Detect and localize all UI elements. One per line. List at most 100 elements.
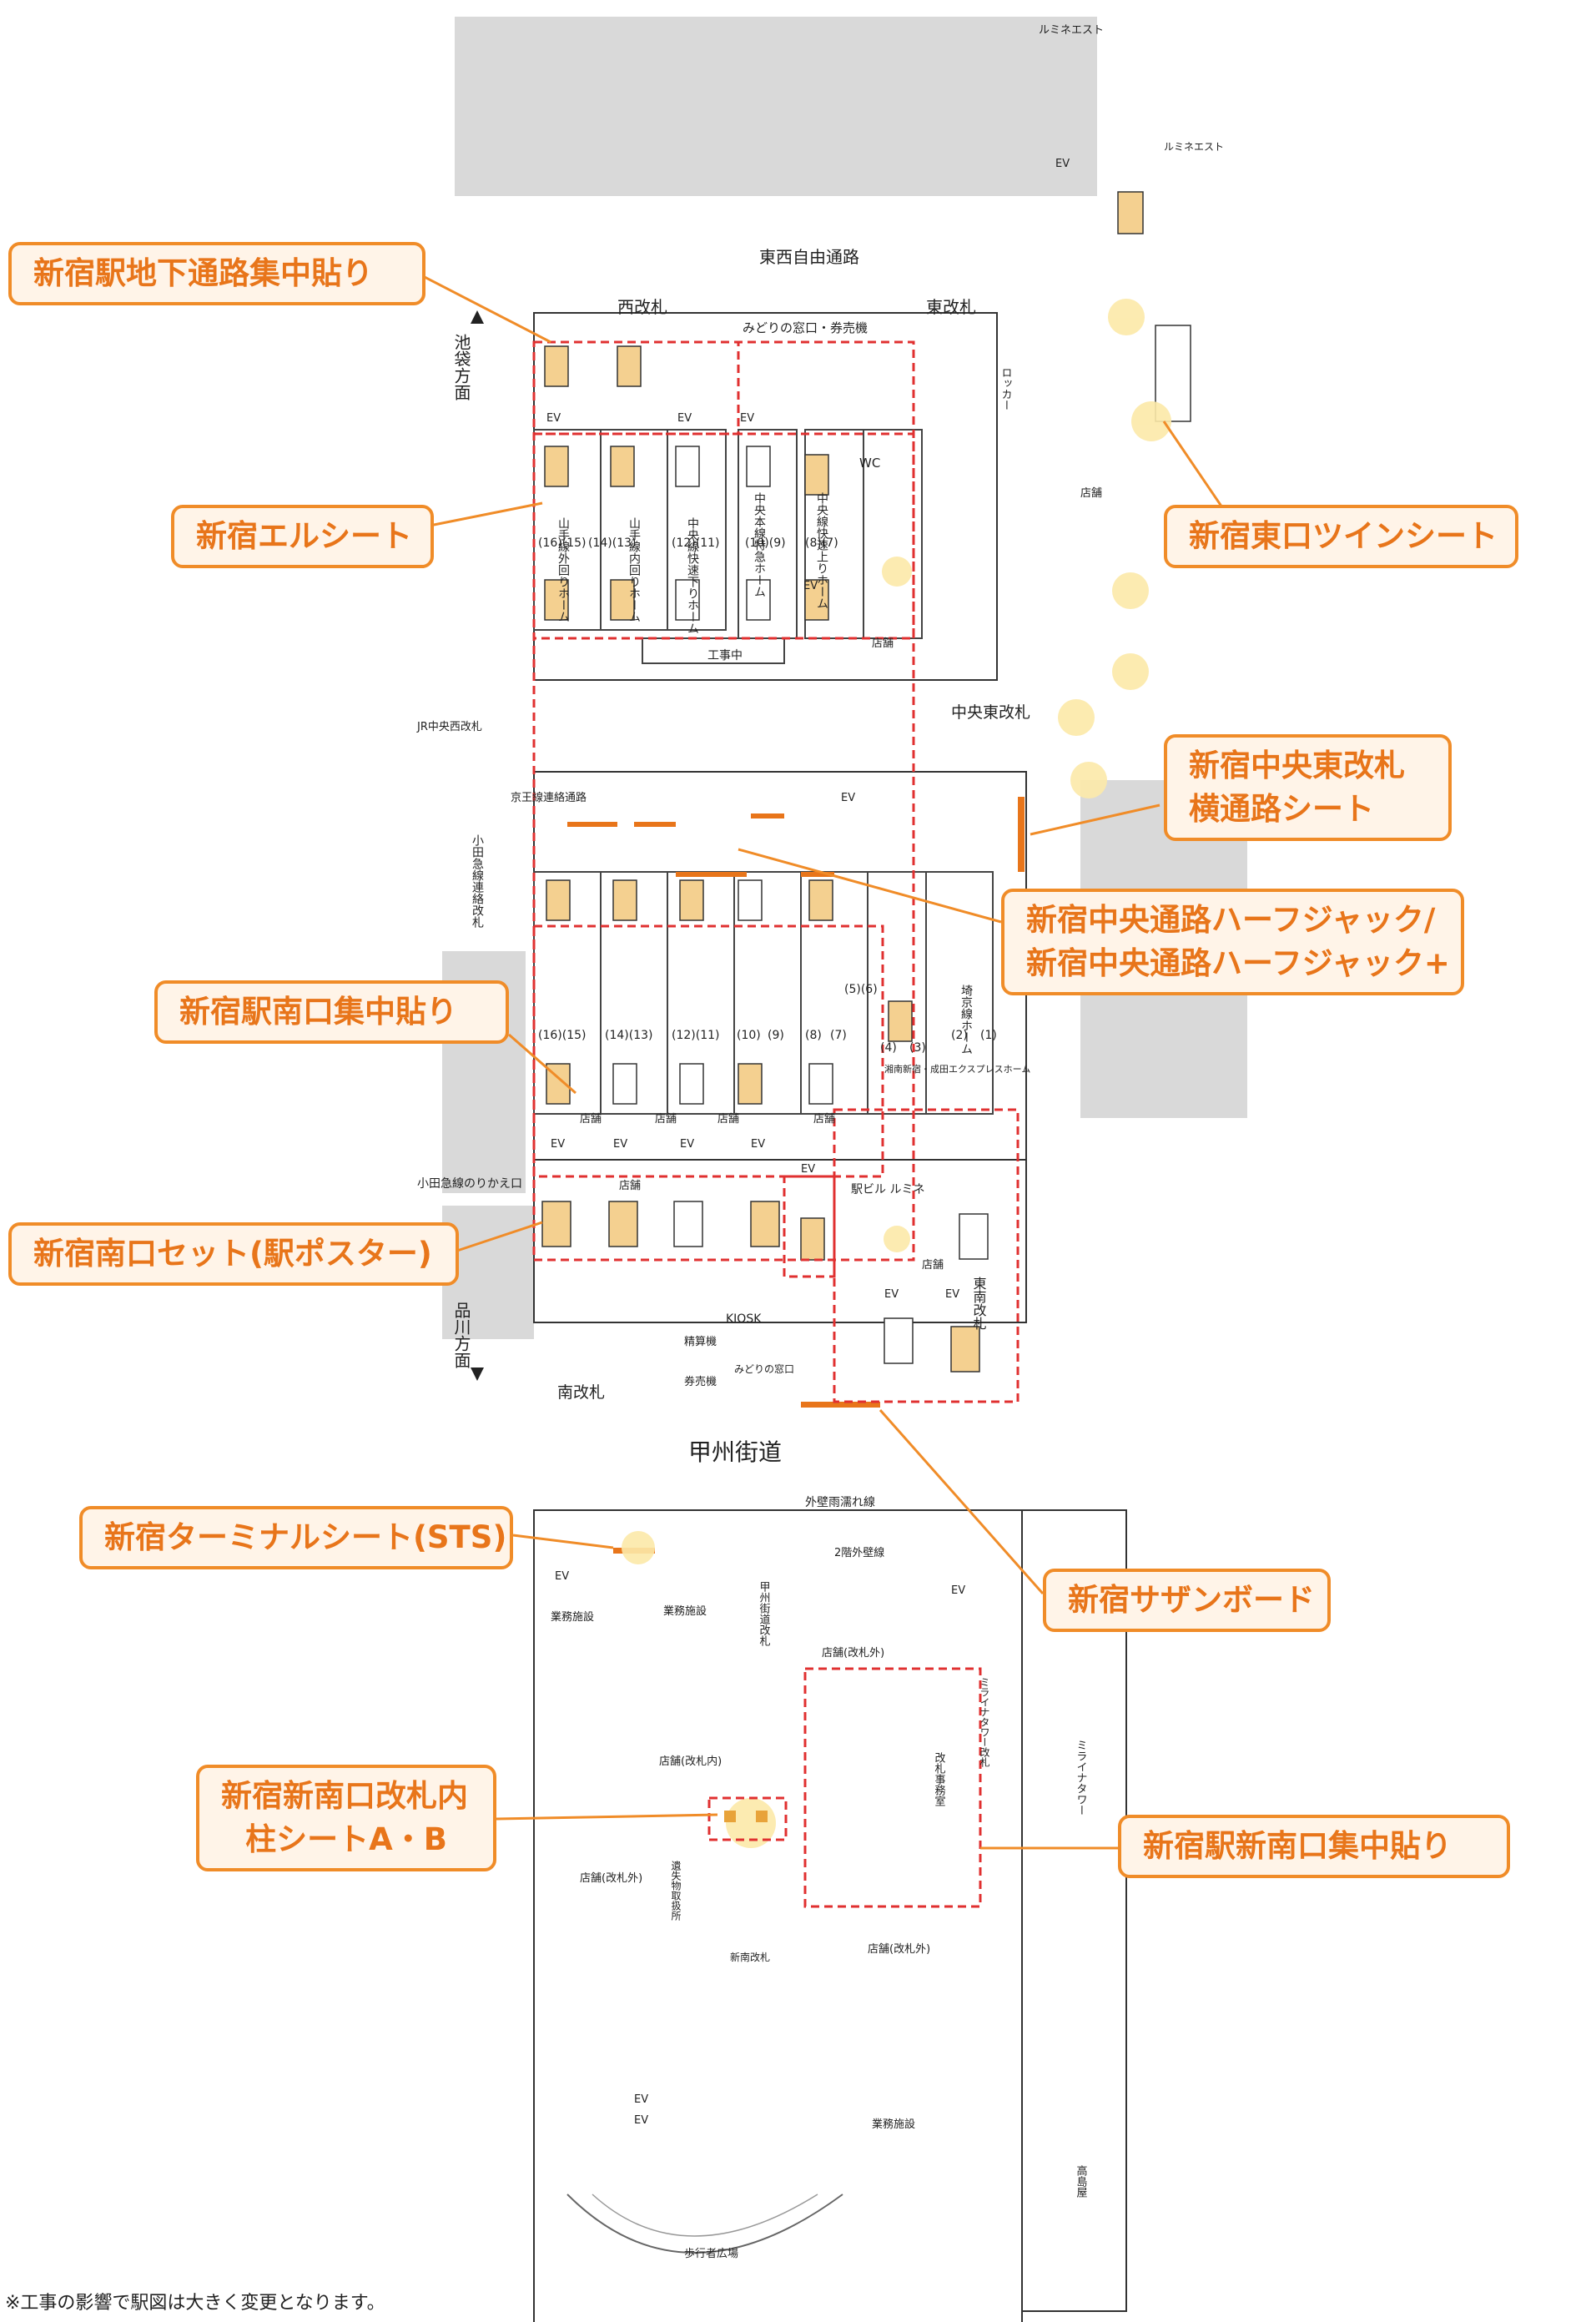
west-gate-label: 西改札 (617, 297, 667, 317)
lost-found-label: 遺失物取扱所 (670, 1860, 682, 1921)
ikebukuro-label: 池袋方面 (451, 334, 471, 400)
ev-label: EV (801, 1163, 815, 1176)
callout-chuo-higashi[interactable]: 新宿中央東改札 横通路シート (1164, 734, 1452, 841)
callout-shinminami-pillar-line2: 柱シートA・B (245, 1821, 447, 1857)
shop-outside-label-3: 店舗(改札外) (868, 1943, 930, 1956)
ev-label: EV (634, 2114, 648, 2127)
outer-wall-label: 外壁雨濡れ線 (805, 1496, 875, 1509)
lumine-est-label-2: ルミネエスト (1164, 141, 1224, 153)
shop-inside-label: 店舗(改札内) (659, 1755, 722, 1768)
walkway-arc (566, 2194, 843, 2254)
callout-terminal-sheet[interactable]: 新宿ターミナルシート(STS) (79, 1506, 513, 1569)
lumine-building-block (455, 17, 1097, 196)
ev-label: EV (634, 2093, 648, 2106)
platform-low-5-6: (5)(6) (844, 983, 878, 996)
lumine-est-label: ルミネエスト (1039, 24, 1104, 37)
platform-num-10-9: (10)(9) (745, 536, 786, 550)
platform-low-8: (8) (805, 1029, 822, 1042)
callout-chuo-tsuro-line2: 新宿中央通路ハーフジャック+ (1026, 945, 1450, 981)
odakyu-gate-label: 小田急線連絡改札 (471, 834, 484, 928)
platform-name-chuo-up: 中央線快速上りホーム (815, 492, 828, 609)
callout-shinminami-shuchu[interactable]: 新宿駅新南口集中貼り (1118, 1815, 1510, 1878)
ev-label: EV (555, 1570, 569, 1583)
ev-label: EV (546, 412, 561, 425)
platform-num-8-7: (8)(7) (805, 536, 838, 550)
callout-shinminami-pillar[interactable]: 新宿新南口改札内 柱シートA・B (196, 1765, 496, 1871)
platform-name-chuo-down: 中央線快速下りホーム (686, 517, 699, 634)
mirainatower-label: ミライナタワー (1075, 1740, 1087, 1816)
ev-label: EV (841, 792, 855, 804)
callout-chuo-higashi-line1: 新宿中央東改札 (1189, 748, 1405, 783)
platform-low-1: (1) (980, 1029, 997, 1042)
callout-minamiguchi-shuchu[interactable]: 新宿駅南口集中貼り (154, 980, 509, 1044)
platform-num-16-15: (16)(15) (538, 536, 586, 550)
kiosk-label: KIOSK (726, 1312, 762, 1326)
narita-express-label: 湘南新宿・成田エクスプレスホーム (884, 1063, 1030, 1075)
platform-name-yamanote-outer: 山手線外回りホーム (556, 517, 570, 622)
callout-chika-tsuro[interactable]: 新宿駅地下通路集中貼り (8, 242, 425, 305)
platform-low-16-15: (16)(15) (538, 1029, 586, 1042)
ev-label: EV (951, 1584, 965, 1597)
shop-outside-label: 店舗(改札外) (822, 1647, 884, 1660)
koshu-kaido-label: 甲州街道 (688, 1438, 782, 1466)
platform-low-4: (4) (880, 1041, 897, 1055)
south-gate-label: 南改札 (557, 1383, 605, 1402)
ev-label: EV (884, 1288, 899, 1301)
midori-ticket-label: みどりの窓口・券売機 (743, 320, 868, 335)
floor2-wall-label: 2階外壁線 (834, 1546, 884, 1559)
shop-label: 店舗 (580, 1113, 602, 1126)
platform-low-9: (9) (768, 1029, 784, 1042)
ev-label: EV (945, 1288, 959, 1301)
callout-chuo-higashi-line2: 横通路シート (1189, 791, 1374, 827)
pedestrian-plaza-label: 歩行者広場 (684, 2248, 738, 2260)
mirainatower-gate-label: ミライナタワー改札 (979, 1677, 990, 1768)
platform-low-10: (10) (737, 1029, 761, 1042)
business-label-2: 業務施設 (663, 1604, 707, 1618)
shop-label: 店舗 (872, 637, 894, 650)
platform-low-7: (7) (830, 1029, 847, 1042)
platform-low-12-11: (12)(11) (672, 1029, 719, 1042)
gate-office-label: 改札事務室 (933, 1752, 946, 1806)
footnote: ※工事の影響で駅図は大きく変更となります。 (5, 2293, 385, 2314)
eki-building-label: 駅ビル ルミネ (851, 1183, 924, 1196)
jr-chuo-west-gate-label: JR中央西改札 (416, 721, 482, 733)
locker-label: ロッカー (999, 367, 1012, 411)
shop-label: 店舗 (922, 1259, 944, 1272)
shop-label: 店舗 (1080, 487, 1102, 500)
saikyo-label: 埼京線ホーム (959, 985, 973, 1055)
midori-label: みどりの窓口 (734, 1362, 794, 1375)
wc-label: WC (859, 456, 880, 471)
ev-label: EV (1055, 158, 1070, 170)
east-west-passage-label: 東西自由通路 (759, 247, 859, 267)
callout-l-sheet[interactable]: 新宿エルシート (171, 505, 434, 568)
shop-label: 店舗 (813, 1113, 835, 1126)
platform-name-yamanote-inner: 山手線内回りホーム (627, 517, 641, 622)
platform-num-14-13: (14)(13) (588, 536, 636, 550)
callout-chuo-tsuro-line1: 新宿中央通路ハーフジャック/ (1026, 902, 1436, 938)
platform-low-3: (3) (909, 1041, 926, 1055)
shop-label: 店舗 (619, 1180, 641, 1192)
ev-label: EV (680, 1138, 694, 1151)
koshu-gate-label: 甲州街道改札 (758, 1581, 771, 1647)
ticket-machine-label: 券売機 (684, 1375, 717, 1388)
ev-label: EV (551, 1138, 565, 1151)
shinminami-gate-label: 新南改札 (730, 1951, 770, 1963)
business-label: 業務施設 (551, 1610, 594, 1624)
platform-num-12-11: (12)(11) (672, 536, 719, 550)
odakyu-transfer-label: 小田急線のりかえ口 (417, 1177, 522, 1191)
shop-label: 店舗 (717, 1113, 739, 1126)
keio-passage-label: 京王線連絡通路 (511, 791, 587, 804)
business-label-3: 業務施設 (872, 2118, 915, 2131)
shop-outside-label-2: 店舗(改札外) (580, 1872, 642, 1885)
shinagawa-label: 品川方面 (451, 1302, 471, 1368)
callout-shinminami-pillar-line1: 新宿新南口改札内 (221, 1778, 468, 1814)
ev-label: EV (751, 1138, 765, 1151)
ev-label: EV (803, 580, 818, 592)
callout-higashiguchi-twin[interactable]: 新宿東口ツインシート (1164, 505, 1518, 568)
callout-minamiguchi-set[interactable]: 新宿南口セット(駅ポスター) (8, 1222, 459, 1286)
callout-southern-board[interactable]: 新宿サザンボード (1043, 1569, 1331, 1632)
east-gate-label: 東改札 (926, 297, 976, 317)
callout-chuo-tsuro[interactable]: 新宿中央通路ハーフジャック/ 新宿中央通路ハーフジャック+ (1001, 889, 1464, 995)
ev-label: EV (613, 1138, 627, 1151)
